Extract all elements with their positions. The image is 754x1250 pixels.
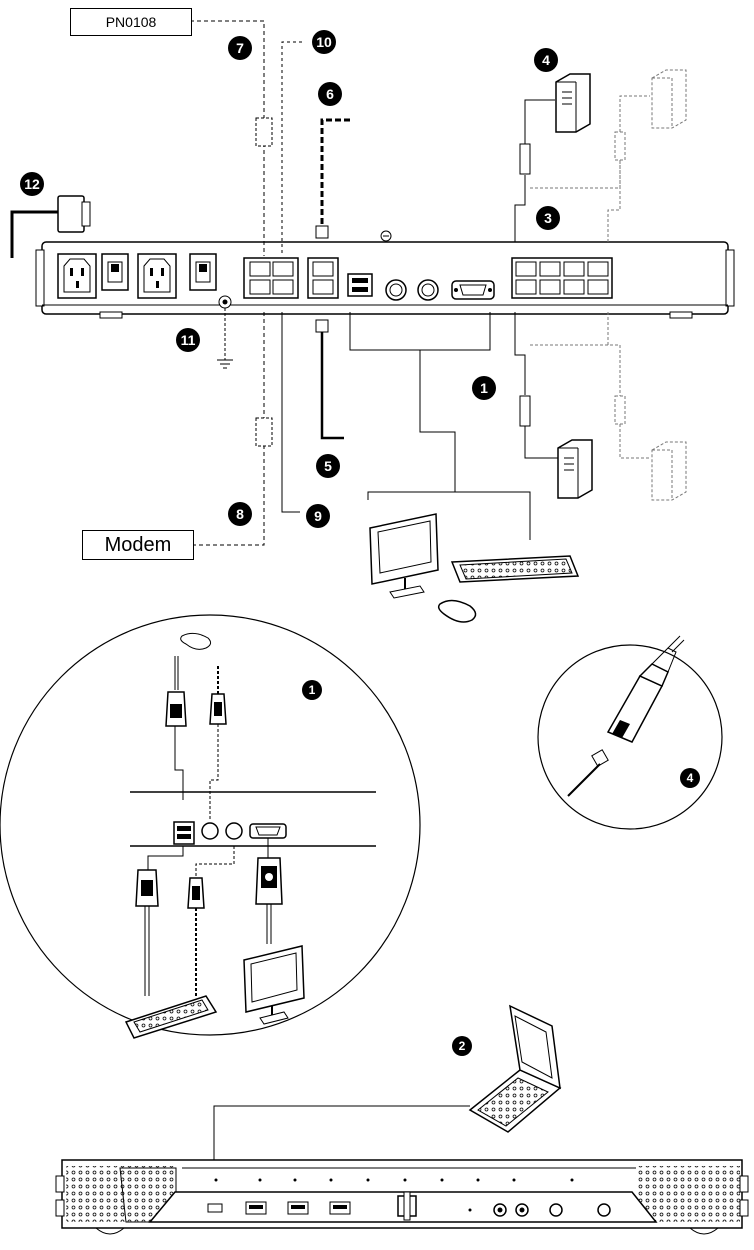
callout-9: 9 [306, 504, 330, 528]
button-icon [597, 1203, 611, 1217]
part-number-label: PN0108 [70, 8, 192, 36]
switch-front-panel [55, 1159, 749, 1235]
button-icon [549, 1203, 563, 1217]
monitor-icon [243, 945, 305, 1025]
power-switch-icon [189, 253, 217, 291]
callout-1: 1 [472, 376, 496, 400]
mouse-icon [437, 599, 477, 623]
vga-port-icon [451, 280, 495, 300]
power-socket-icon [137, 253, 177, 299]
rj45-port-icon [243, 257, 299, 299]
usb-plug-icon [165, 691, 187, 727]
server-icon [555, 73, 591, 133]
lock-slot-icon [397, 1191, 417, 1221]
server-icon [651, 441, 687, 501]
callout-6: 6 [318, 82, 342, 106]
monitor-icon [369, 513, 439, 599]
ground-icon [217, 308, 233, 369]
detail-callout-1: 1 [302, 680, 322, 700]
audio-plug-icon [187, 877, 205, 909]
usb-port-icon [173, 821, 195, 845]
keyboard-icon [450, 555, 580, 583]
callout-11: 11 [176, 328, 200, 352]
kvm-adapter-icon [567, 635, 685, 797]
modem-label: Modem [82, 530, 194, 560]
mini-usb-port-icon [207, 1203, 223, 1213]
server-icon [557, 439, 593, 499]
detail-callout-4: 4 [680, 768, 700, 788]
audio-jack-icon [201, 822, 219, 840]
audio-jack-icon [225, 822, 243, 840]
vga-port-icon [249, 823, 287, 839]
callout-7: 7 [228, 36, 252, 60]
lan-port-icon [307, 257, 339, 299]
keyboard-icon [124, 995, 218, 1039]
usb-plug-icon [135, 869, 159, 907]
callout-10: 10 [312, 30, 336, 54]
server-icon [651, 69, 687, 129]
laptop-icon [468, 1004, 562, 1133]
callout-3: 3 [536, 206, 560, 230]
usb-port-icon [347, 273, 373, 297]
audio-plug-icon [209, 693, 227, 725]
kvm-port-block [511, 257, 613, 299]
vga-plug-icon [255, 857, 283, 905]
callout-12: 12 [20, 172, 44, 196]
power-socket-icon [57, 253, 97, 299]
power-cord-icon [10, 195, 91, 258]
callout-4: 4 [534, 48, 558, 72]
power-switch-icon [101, 253, 129, 291]
callout-2: 2 [452, 1036, 472, 1056]
callout-5: 5 [316, 454, 340, 478]
callout-8: 8 [228, 502, 252, 526]
